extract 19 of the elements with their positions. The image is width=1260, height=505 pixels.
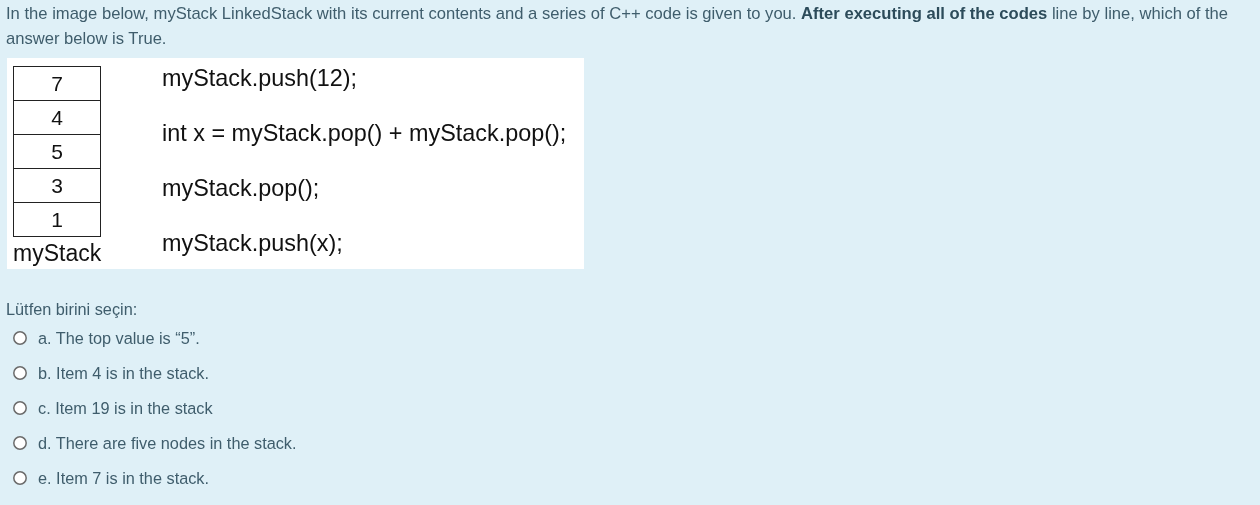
stack-frame xyxy=(13,66,101,237)
option-text: e. Item 7 is in the stack. xyxy=(38,468,210,489)
option-text: c. Item 19 is in the stack xyxy=(38,398,213,419)
stack-cell: 3 xyxy=(14,168,100,202)
code-line: int x = myStack.pop() + myStack.pop(); xyxy=(162,120,567,146)
stack-cell: 1 xyxy=(14,202,100,236)
code-line: myStack.pop(); xyxy=(162,175,320,201)
stack-cell: 5 xyxy=(14,134,100,168)
option-text: d. There are five nodes in the stack. xyxy=(38,433,297,454)
option-text: a. The top value is “5”. xyxy=(38,328,200,349)
figure-panel xyxy=(7,58,584,269)
option-text: b. Item 4 is in the stack. xyxy=(38,363,210,384)
instruction-text: Lütfen birini seçin: xyxy=(6,299,138,320)
code-line: myStack.push(x); xyxy=(162,230,343,256)
stack-caption: myStack xyxy=(13,240,101,266)
code-line: myStack.push(12); xyxy=(162,65,357,91)
question-text: In the image below, myStack LinkedStack with its current contents and a series of C++ code is given to you. After executing all of the codes line by line, which of the answer below is True. xyxy=(6,3,1230,50)
stack-cell: 4 xyxy=(14,100,100,134)
stack-cell: 7 xyxy=(14,67,100,100)
